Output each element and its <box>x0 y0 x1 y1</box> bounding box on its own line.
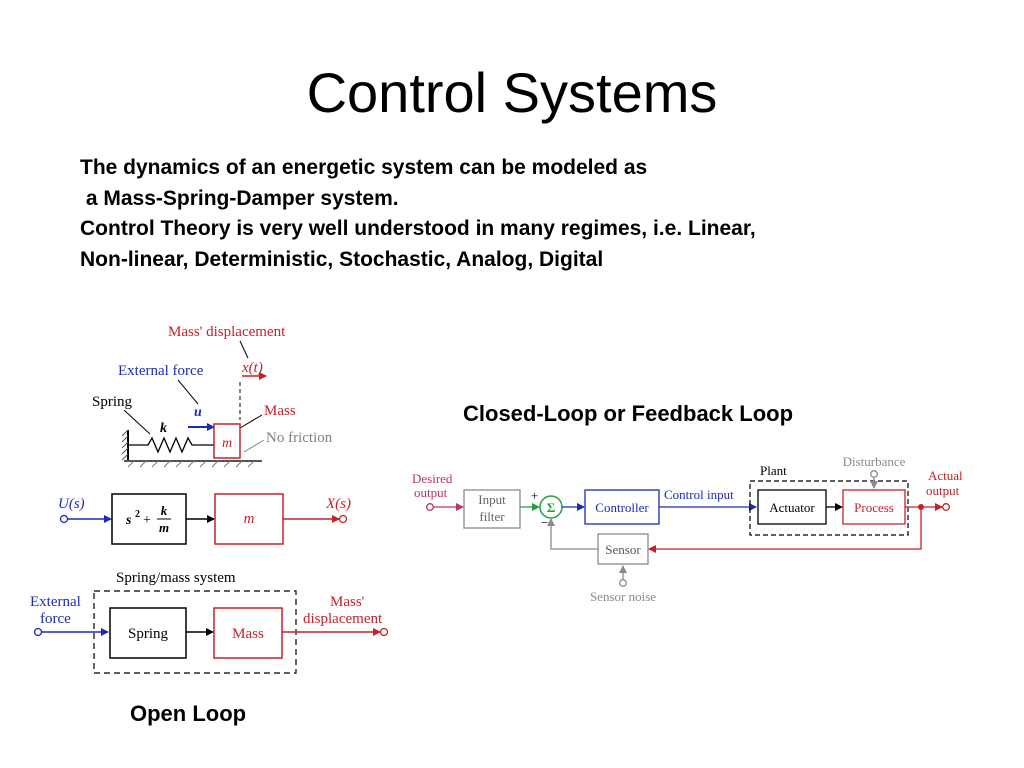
sensor-label: Sensor <box>605 542 641 557</box>
displacement-line1: Mass' <box>330 594 365 610</box>
spring-block <box>109 607 187 659</box>
desired-node <box>426 503 434 511</box>
disturbance-label: Disturbance <box>843 454 906 469</box>
system-label: Spring/mass system <box>116 570 236 586</box>
control-input-label: Control input <box>664 487 734 502</box>
tf-plus: + <box>143 513 151 528</box>
sensor-noise-node <box>619 579 627 587</box>
disturbance-node <box>870 470 878 478</box>
spring-leader-line <box>123 409 151 435</box>
sensor-noise-label: Sensor noise <box>590 589 656 604</box>
external-force-label: External force <box>118 363 204 379</box>
controller-block <box>584 489 660 525</box>
u-label: u <box>194 405 202 420</box>
intro-line-2: a Mass-Spring-Damper system. <box>80 186 399 210</box>
external-line1: External <box>30 594 81 610</box>
mass-leader-line <box>239 414 263 429</box>
desired-line1: Desired <box>412 471 453 486</box>
spring-block-label: Spring <box>128 626 169 642</box>
spring-label: Spring <box>92 394 133 410</box>
tf-mass-block <box>214 493 284 545</box>
displacement-leader-line <box>239 340 249 359</box>
actual-output-node <box>942 503 950 511</box>
sm-output-node <box>379 627 389 637</box>
u-s-label: U(s) <box>58 496 85 512</box>
tf-denominator-block <box>111 493 187 545</box>
intro-line-1: The dynamics of an energetic system can … <box>80 156 648 179</box>
spring-coil <box>128 436 214 454</box>
transfer-function-diagram: U(s) s 2 + k m m X(s) <box>58 493 351 545</box>
actuator-block <box>757 489 827 525</box>
mass-block-box <box>213 607 283 659</box>
x-t-label: x(t) <box>241 360 263 376</box>
intro-line-3: Control Theory is very well understood i… <box>80 217 756 240</box>
floor-hatching <box>127 460 255 468</box>
sum-plus: + <box>531 488 538 503</box>
mass-m-label: m <box>222 436 232 451</box>
sum-minus: − <box>541 515 548 530</box>
no-friction-label: No friction <box>266 430 333 446</box>
intro-text: The dynamics of an energetic system can … <box>80 153 980 275</box>
intro-line-4: Non-linear, Deterministic, Stochastic, A… <box>80 247 604 271</box>
filter-line1: Input <box>478 492 506 507</box>
sensor-to-sum-path <box>547 518 598 550</box>
actuator-label: Actuator <box>769 500 815 515</box>
actual-line2: output <box>926 483 960 498</box>
tf-exponent: 2 <box>135 509 140 520</box>
mass-spring-diagram: Mass' displacement x(t) External force u… <box>92 324 333 468</box>
closed-loop-caption: Closed-Loop or Feedback Loop <box>463 401 794 426</box>
closed-loop-diagram: Desired output Input filter + − Σ Contro… <box>412 454 963 604</box>
friction-leader-line <box>243 439 265 453</box>
process-block <box>842 489 906 525</box>
external-line2: force <box>40 611 71 627</box>
desired-line2: output <box>414 485 448 500</box>
x-s-label: X(s) <box>325 496 351 512</box>
tf-s: s <box>125 513 132 528</box>
mass-block-label: Mass <box>232 626 264 642</box>
force-leader-line <box>177 379 199 405</box>
displacement-line2: displacement <box>303 611 383 627</box>
tf-output-node <box>338 514 348 524</box>
spring-mass-block-diagram: Spring/mass system External force Spring… <box>30 570 389 674</box>
slide-title: Control Systems <box>306 61 718 124</box>
mass-label: Mass <box>264 403 296 419</box>
actual-line1: Actual <box>928 468 963 483</box>
sm-input-node <box>33 627 43 637</box>
mass-displacement-label: Mass' displacement <box>168 324 286 340</box>
k-label: k <box>160 421 167 436</box>
controller-label: Controller <box>595 500 649 515</box>
sensor-block <box>597 533 649 565</box>
filter-line2: filter <box>479 509 505 524</box>
input-filter-block <box>463 489 521 529</box>
tf-mass-label: m <box>244 511 255 527</box>
tf-m: m <box>159 520 169 535</box>
process-label: Process <box>854 500 894 515</box>
open-loop-caption: Open Loop <box>130 701 247 726</box>
wall-hatching <box>121 429 129 461</box>
plant-label: Plant <box>760 463 787 478</box>
tf-input-node <box>59 514 69 524</box>
mass-block <box>213 423 241 459</box>
tf-k: k <box>161 503 168 518</box>
feedback-path <box>648 507 922 553</box>
plant-boundary <box>749 480 909 536</box>
sigma-icon: Σ <box>547 500 556 515</box>
